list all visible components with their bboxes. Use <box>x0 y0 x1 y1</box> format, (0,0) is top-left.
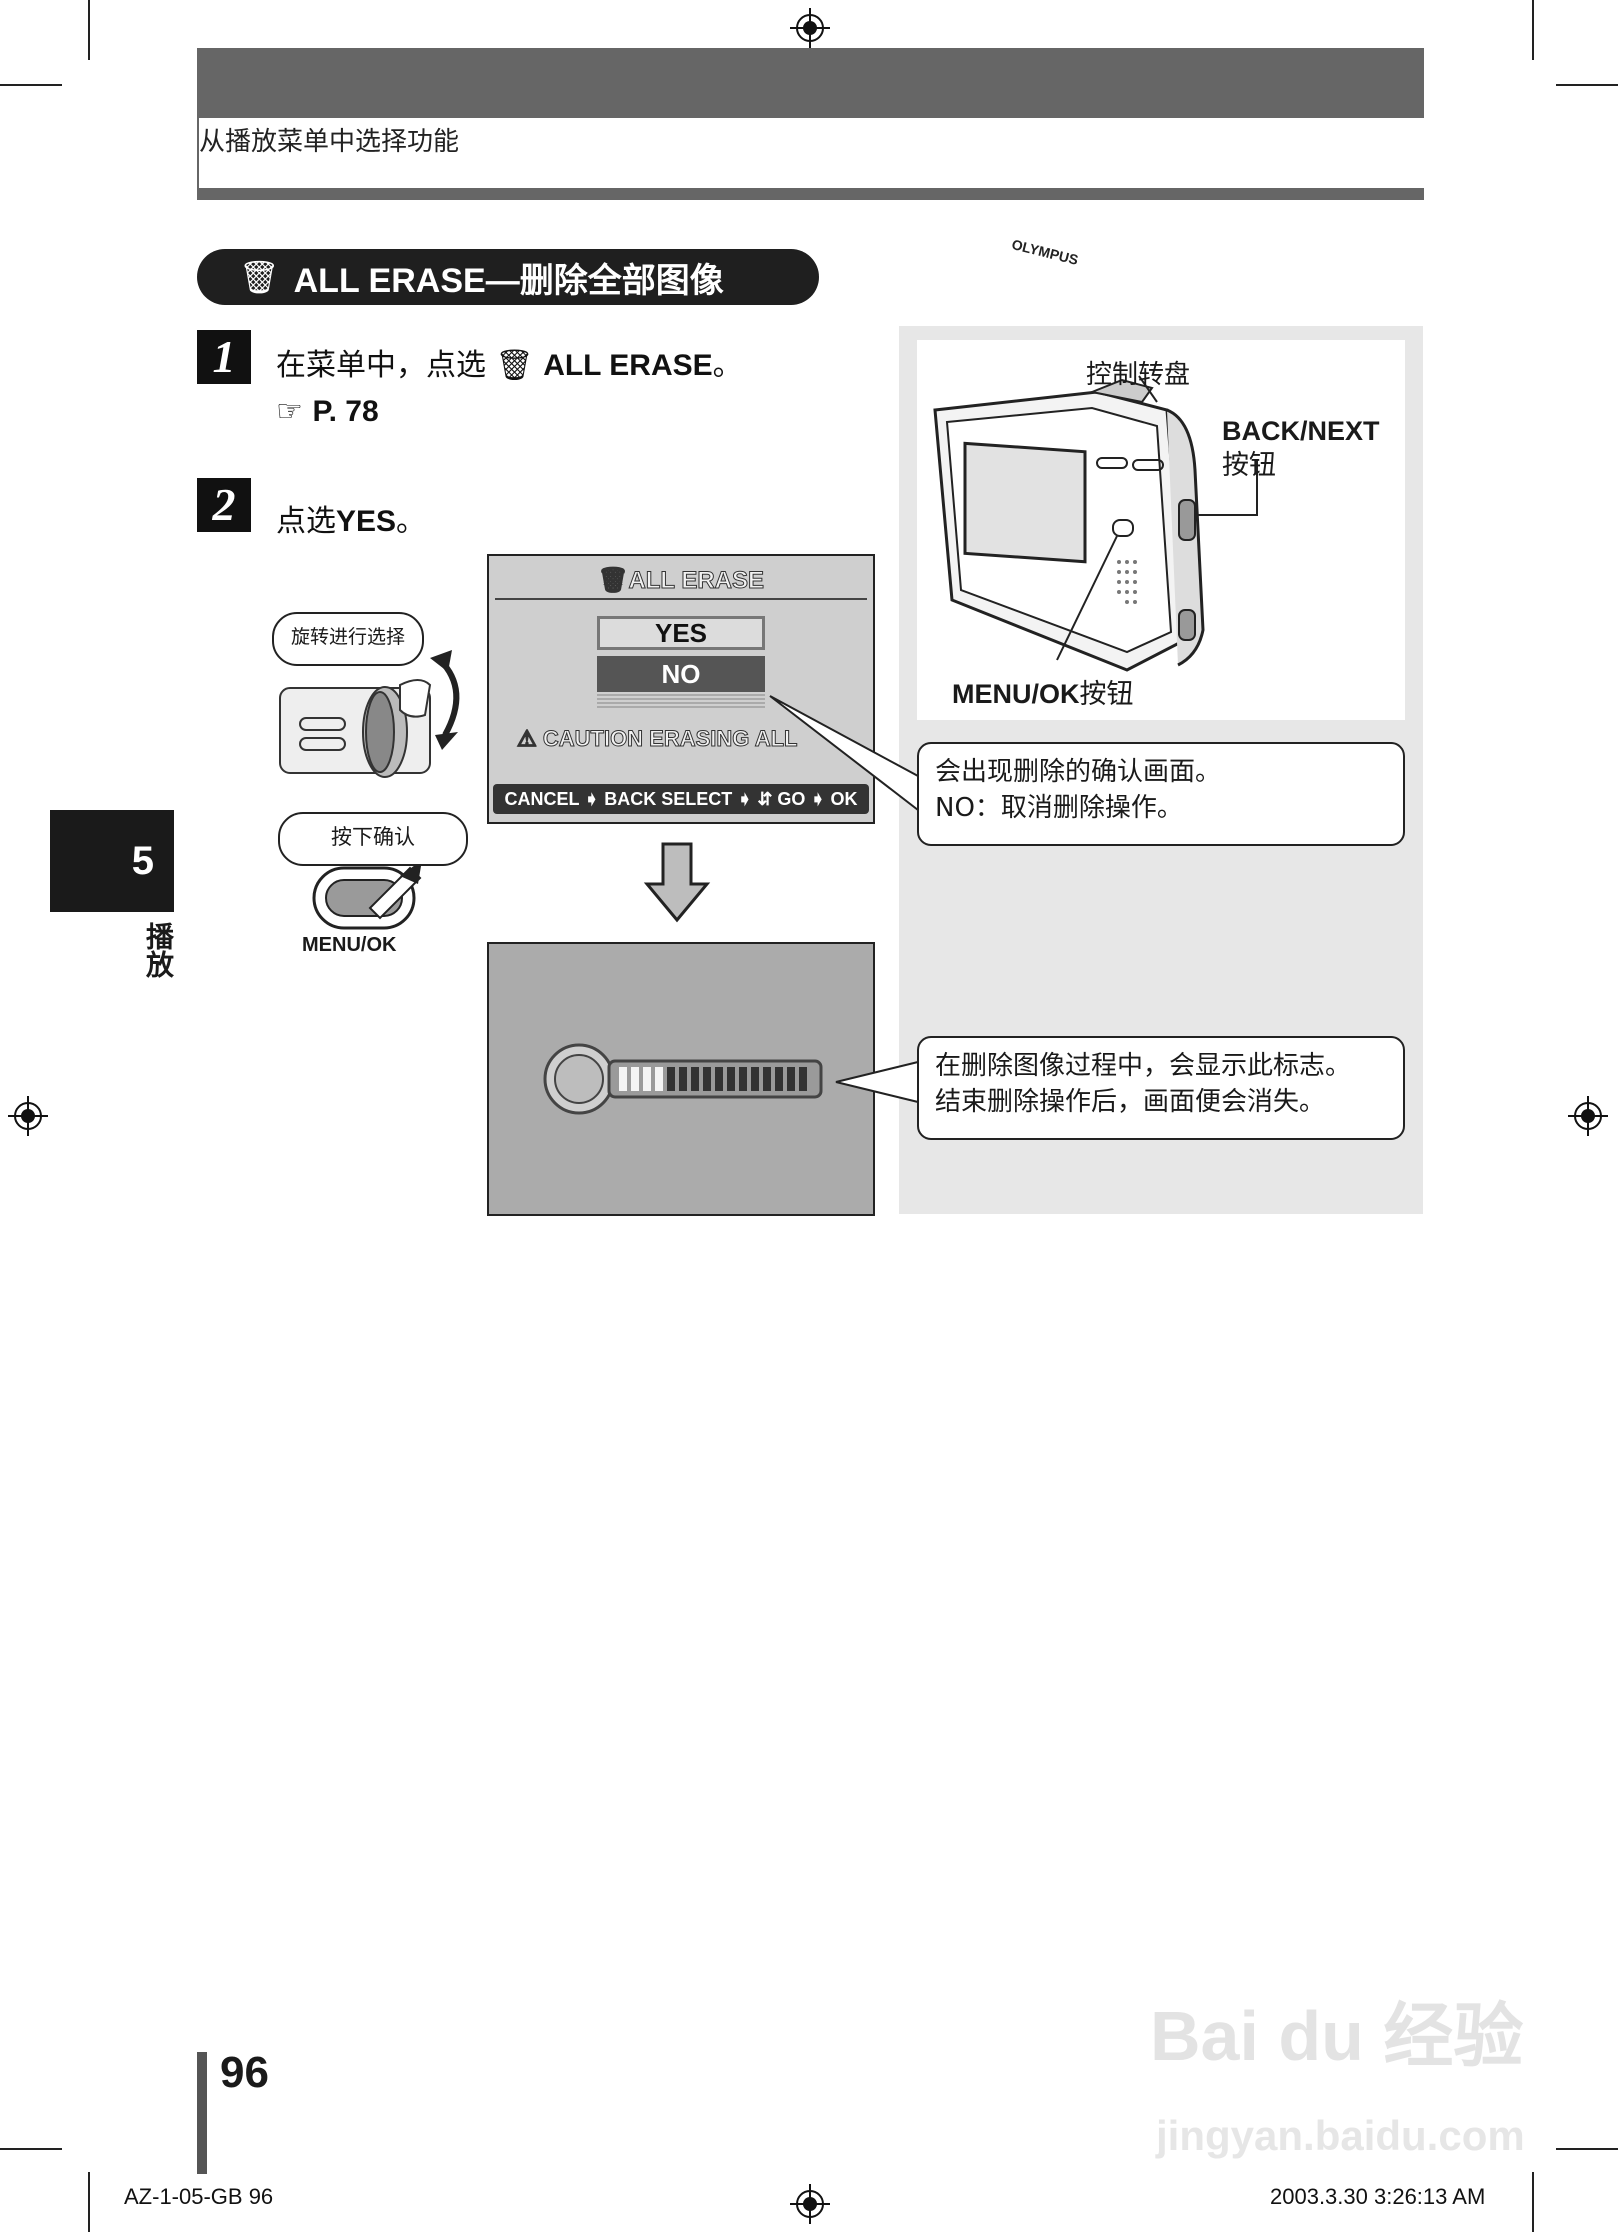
trash-erase-icon: 🗑 <box>597 567 629 595</box>
lcd-option-no[interactable]: NO <box>597 656 765 692</box>
control-dial-illustration <box>279 650 460 778</box>
registration-mark-icon <box>790 2184 830 2224</box>
crop-mark <box>88 2172 90 2232</box>
button-caption: MENU/OK <box>302 934 397 956</box>
step-instruction: 点选YES。 <box>276 502 426 542</box>
chapter-label: 播放 <box>142 922 175 978</box>
lcd-caution: ⚠ CAUTION ERASING ALL <box>517 726 798 752</box>
registration-mark-icon <box>1568 1096 1608 1136</box>
lcd-button-guide: CANCEL ➧ BACK SELECT ➧ ⇵ GO ➧ OK <box>493 784 869 814</box>
crop-mark <box>1532 0 1534 60</box>
lcd-title: 🗑ALL ERASE <box>489 566 873 595</box>
step-text: 点选 <box>276 504 336 539</box>
pointing-hand-icon: ☞ <box>276 394 303 429</box>
crop-mark <box>1556 84 1618 86</box>
menu-ok-suffix: 按钮 <box>1079 679 1134 710</box>
menu-ok-button-illustration <box>312 860 422 930</box>
footer-timestamp: 2003.3.30 3:26:13 AM <box>1270 2184 1486 2209</box>
lcd-title-text: ALL ERASE <box>628 567 765 595</box>
back-next-label: BACK/NEXT 按钮 <box>1222 414 1380 483</box>
header-divider <box>197 188 1424 200</box>
step-number: 2 <box>197 478 251 532</box>
registration-mark-icon <box>8 1096 48 1136</box>
callout-text: 在删除图像过程中，会显示此标志。 <box>935 1051 1352 1081</box>
header-band <box>197 48 1424 118</box>
lcd-divider <box>495 598 867 600</box>
footer-job-info: AZ-1-05-GB 96 <box>124 2184 274 2209</box>
lcd-option-yes[interactable]: YES <box>597 616 765 650</box>
lcd-confirm-screen: 🗑ALL ERASE YES NO ⚠ CAUTION ERASING ALL … <box>487 554 875 824</box>
page-section-title: 从播放菜单中选择功能 <box>199 127 460 157</box>
erase-progress-indicator <box>543 1043 823 1115</box>
menu-ok-label: MENU/OK按钮 <box>952 672 1134 711</box>
back-next-suffix: 按钮 <box>1222 450 1276 481</box>
crop-mark <box>1556 2148 1618 2150</box>
step-text: 。 <box>396 504 427 539</box>
warning-icon: ⚠ <box>517 726 538 752</box>
header-divider <box>197 118 199 198</box>
page-number-bar <box>197 2052 207 2174</box>
page-reference: ☞ P. 78 <box>276 392 379 432</box>
section-heading-text: ALL ERASE—删除全部图像 <box>293 261 724 300</box>
crop-mark <box>0 84 62 86</box>
baidu-watermark-url: jingyan.baidu.com <box>1156 2112 1525 2159</box>
confirm-callout: 会出现删除的确认画面。 NO：取消删除操作。 <box>917 742 1405 846</box>
confirm-instruction-bubble: 按下确认 <box>278 812 468 866</box>
baidu-watermark: Bai du 经验 <box>1150 1997 1524 2075</box>
dial-instruction-bubble: 旋转进行选择 <box>272 612 424 666</box>
option-name: YES <box>336 505 397 538</box>
crop-mark <box>1532 2172 1534 2232</box>
camera-diagram <box>933 375 1258 672</box>
step-text: 在菜单中，点选 <box>276 348 496 383</box>
progress-callout: 在删除图像过程中，会显示此标志。 结束删除操作后，画面便会消失。 <box>917 1036 1405 1140</box>
callout-text: 会出现删除的确认画面。 <box>935 757 1222 787</box>
chapter-number: 5 <box>50 810 174 912</box>
menu-ok-text: MENU/OK <box>952 679 1080 709</box>
callout-text: NO：取消删除操作。 <box>935 793 1183 823</box>
trash-erase-icon: 🗑 <box>239 259 280 295</box>
step-text: 。 <box>712 348 743 383</box>
crop-mark <box>0 2148 62 2150</box>
lcd-progress-screen <box>487 942 875 1216</box>
callout-text: 结束删除操作后，画面便会消失。 <box>935 1087 1326 1117</box>
trash-erase-icon: 🗑 <box>495 348 534 383</box>
section-heading: 🗑 ALL ERASE—删除全部图像 <box>197 249 819 305</box>
dial-label: 控制转盘 <box>1086 360 1191 390</box>
down-arrow-icon <box>643 842 711 923</box>
registration-mark-icon <box>790 8 830 48</box>
step-instruction: 在菜单中，点选 🗑 ALL ERASE。 <box>276 346 743 386</box>
crop-mark <box>88 0 90 60</box>
camera-brand-logo: OLYMPUS <box>1010 236 1080 268</box>
page-reference-text: P. 78 <box>312 395 379 428</box>
lcd-selection-stripes <box>597 692 765 710</box>
step-number: 1 <box>197 330 251 384</box>
menu-item-name: ALL ERASE <box>543 349 713 382</box>
page-number: 96 <box>220 2048 269 2097</box>
back-next-text: BACK/NEXT <box>1222 416 1380 446</box>
lcd-caution-text: CAUTION ERASING ALL <box>542 726 798 752</box>
